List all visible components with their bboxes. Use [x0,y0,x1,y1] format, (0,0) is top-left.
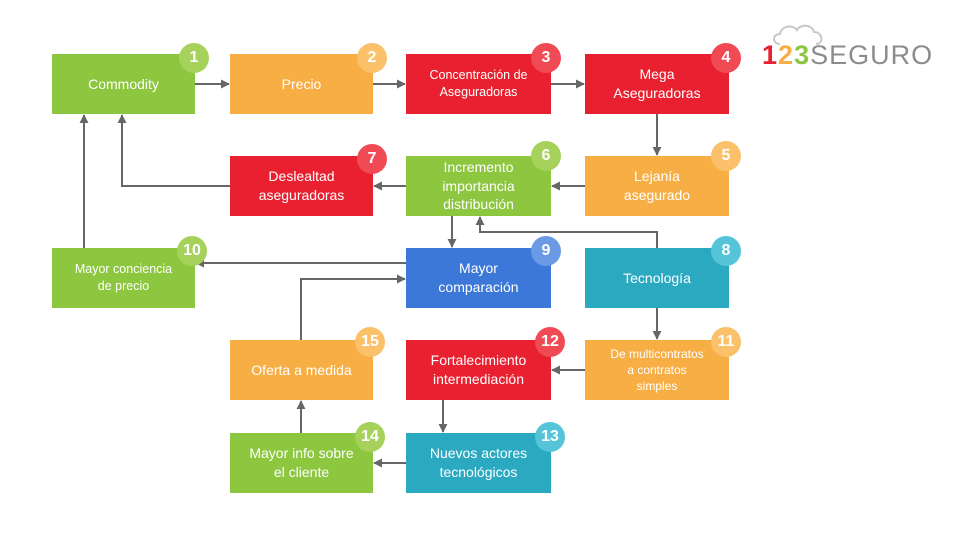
node-9: Mayor comparación [406,248,551,308]
node-10: Mayor conciencia de precio [52,248,195,308]
node-4: Mega Aseguradoras [585,54,729,114]
node-label: Incremento importancia distribución [442,158,515,213]
badge-2: 2 [357,43,387,73]
node-13: Nuevos actores tecnológicos [406,433,551,493]
node-5: Lejanía asegurado [585,156,729,216]
badge-11: 11 [711,327,741,357]
node-label: Fortalecimiento intermediación [430,352,527,387]
node-label: Mayor comparación [438,260,519,295]
badge-4: 4 [711,43,741,73]
node-3: Concentración de Aseguradoras [406,54,551,114]
node-label: Deslealtad aseguradoras [258,168,345,203]
node-label: Oferta a medida [251,361,352,378]
node-2: Precio [230,54,373,114]
arrow-15-9 [300,274,406,340]
badge-7: 7 [357,144,387,174]
node-1: Commodity [52,54,195,114]
node-6: Incremento importancia distribución [406,156,551,216]
cloud-icon [773,24,823,45]
node-label: Commodity [88,75,159,92]
brand-logo: 123SEGURO [762,22,932,74]
node-label: Concentración de Aseguradoras [429,68,528,99]
badge-1: 1 [179,43,209,73]
node-label: Precio [281,75,322,92]
node-14: Mayor info sobre el cliente [230,433,373,493]
logo-wordmark: 123SEGURO [762,40,934,70]
node-label: Lejanía asegurado [623,168,691,203]
node-15: Oferta a medida [230,340,373,400]
node-label: De multicontratos a contratos simples [610,346,704,394]
badge-15: 15 [355,327,385,357]
node-label: Nuevos actores tecnológicos [429,445,528,480]
badge-12: 12 [535,327,565,357]
badge-10: 10 [177,236,207,266]
badge-14: 14 [355,422,385,452]
arrow-8-6 [475,216,658,248]
node-label: Tecnología [623,269,691,286]
node-label: Mayor info sobre el cliente [249,445,354,480]
badge-5: 5 [711,141,741,171]
badge-6: 6 [531,141,561,171]
badge-8: 8 [711,236,741,266]
node-label: Mega Aseguradoras [613,66,701,101]
node-8: Tecnología [585,248,729,308]
badge-3: 3 [531,43,561,73]
node-11: De multicontratos a contratos simples [585,340,729,400]
node-12: Fortalecimiento intermediación [406,340,551,400]
badge-13: 13 [535,422,565,452]
badge-9: 9 [531,236,561,266]
node-label: Mayor conciencia de precio [74,262,173,293]
arrow-7-1 [117,114,230,187]
node-7: Deslealtad aseguradoras [230,156,373,216]
